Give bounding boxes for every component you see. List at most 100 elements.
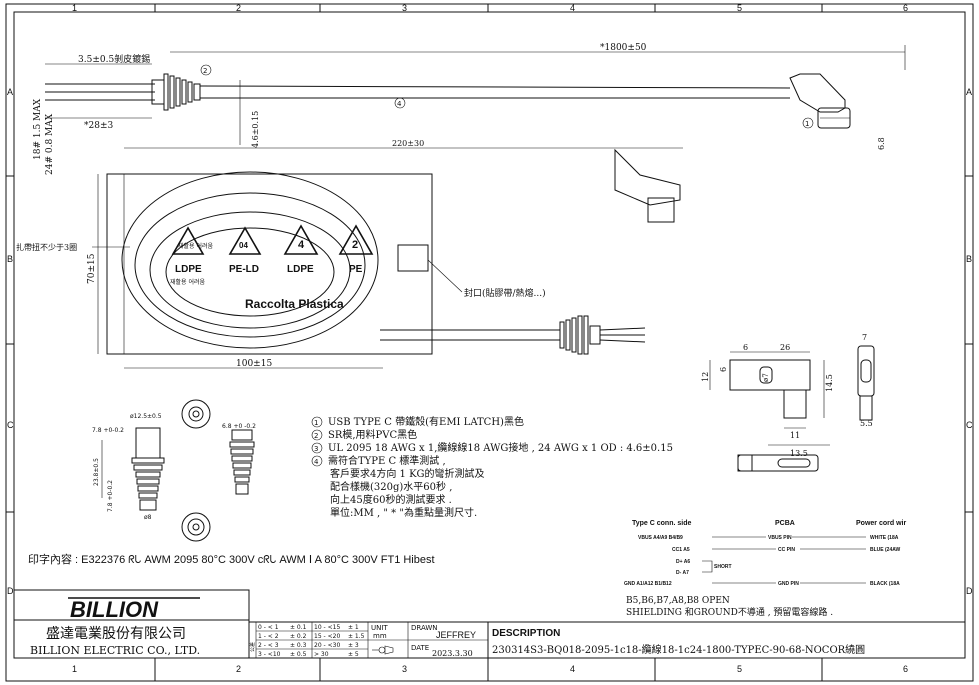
raccolta-label: Raccolta Plastica — [245, 297, 344, 311]
row-label-a: A — [7, 87, 13, 97]
recycle-label-3: LDPE — [287, 264, 314, 275]
dim-conn-11: 11 — [790, 431, 800, 440]
dim-conn-5-5: 5.5 — [860, 419, 873, 428]
col-label-3-bottom: 3 — [402, 664, 407, 674]
company-cn: 盛達電業股份有限公司 — [46, 626, 186, 642]
pin-row-1-right: WHITE (18A — [870, 535, 899, 541]
dim-boot-height: 23.8±0.5 — [93, 458, 100, 486]
recycle-ldpe: 4 LDPE — [283, 224, 319, 275]
recycle-ldpe-korean: 재활용 어려움 LDPE 재활용 어려움 — [170, 226, 214, 286]
recycle-label-1: LDPE — [175, 264, 202, 275]
dim-conn-12: 12 — [701, 372, 710, 382]
marking-text: 印字內容 : E322376 ᖇᒐ AWM 2095 80°C 300V cᖇᒐ… — [28, 552, 435, 566]
pin-row-4-mid: SHORT — [714, 564, 732, 570]
pinout-note-2: SHIELDING 和GROUND不導通 , 預留電容線路 . — [626, 606, 833, 618]
recycle-label-4: PE — [349, 264, 363, 275]
dim-conn-6a: 6 — [743, 343, 748, 352]
note-1-text: USB TYPE C 帶鐵殼(有EMI LATCH)黑色 — [328, 415, 524, 428]
dim-od: 4.6±0.15 — [251, 111, 260, 148]
drawn-value: JEFFREY — [436, 630, 476, 640]
note-4-line5: 單位:MM , " * "為重點量測尺寸. — [330, 506, 477, 519]
note-4-line4: 向上45度60秒的測試要求 . — [330, 493, 452, 506]
recycle-sub-1: 재활용 어려움 — [170, 278, 206, 286]
row-label-d-right: D — [966, 586, 973, 596]
col-label-4: 4 — [570, 3, 575, 13]
recycle-pe: 2 PE — [338, 224, 374, 275]
dim-conn-13-5: 13.5 — [790, 449, 808, 458]
dim-package-lead: 100±15 — [236, 359, 272, 369]
recycle-code-2: 04 — [239, 241, 248, 250]
brand-logo: BILLION — [70, 597, 159, 622]
col-label-2: 2 — [236, 3, 241, 13]
dim-connector-6-8: 6.8 — [877, 137, 886, 150]
dim-wire-24awg: 24# 0.8 MAX — [45, 113, 55, 175]
note-seal: 封口(貼膠帶/熱熔...) — [464, 287, 546, 299]
tol-r2-c4: ± 1.5 — [348, 633, 365, 640]
recycle-code-3: 4 — [298, 239, 305, 251]
tol-r3-c4: ± 3 — [348, 642, 359, 649]
notes-list: 1 USB TYPE C 帶鐵殼(有EMI LATCH)黑色 2 SR模,用料P… — [311, 415, 673, 519]
note-3-text: UL 2095 18 AWG x 1,纜線線18 AWG接地 , 24 AWG … — [328, 441, 673, 454]
note-3-num: 3 — [314, 445, 318, 453]
col-label-6-bottom: 6 — [903, 664, 908, 674]
dim-wire-length: *28±3 — [84, 121, 113, 131]
tol-r1-c4: ± 1 — [348, 624, 359, 631]
dim-package-width: 220±30 — [392, 139, 424, 148]
col-label-1-bottom: 1 — [72, 664, 77, 674]
tol-r1-c3: 10 - <15 — [314, 624, 340, 631]
dim-package-height: 70±15 — [87, 253, 97, 284]
note-2-text: SR模,用料PVC黑色 — [328, 428, 417, 441]
dim-total-length: *1800±50 — [600, 43, 647, 53]
recycle-code-1: 재활용 어려움 — [178, 242, 214, 250]
cable-drawing: *1800±50 3.5±0.5剝皮鍍錫 *28±3 18# 1.5 MAX 2… — [33, 43, 906, 175]
tol-r3-c2: ± 0.3 — [290, 642, 307, 649]
pinout-diagram: Type C conn. side PCBA Power cord wir VB… — [624, 520, 906, 618]
pinout-note-1: B5,B6,B7,A8,B8 OPEN — [626, 596, 730, 606]
unit-value: mm — [373, 632, 387, 640]
pin-row-5-mid: GND PIN — [778, 581, 799, 587]
date-value: 2023.3.30 — [432, 649, 473, 658]
row-label-c-right: C — [966, 420, 973, 430]
outer-frame — [5, 3, 974, 682]
col-label-4-bottom: 4 — [570, 664, 575, 674]
pin-row-2-left: CC1 A5 — [672, 547, 690, 553]
dim-conn-dia7: ø7 — [762, 373, 770, 382]
col-label-3: 3 — [402, 3, 407, 13]
drawn-label: DRAWN — [411, 624, 438, 632]
tol-r2-c3: 15 - <20 — [314, 633, 340, 640]
dim-boot-h2: 7.8 +0-0.2 — [107, 480, 114, 512]
callout-4: 4 — [397, 100, 402, 108]
note-1-num: 1 — [314, 419, 318, 427]
row-label-b-right: B — [966, 254, 972, 264]
date-label: DATE — [411, 644, 429, 652]
callout-1: 1 — [805, 120, 809, 128]
pinout-header-power: Power cord wir — [856, 520, 906, 527]
frame-ticks — [6, 4, 973, 681]
company-en: BILLION ELECTRIC CO., LTD. — [30, 644, 200, 657]
pin-row-1-mid: VBUS PIN — [768, 535, 792, 541]
col-label-5: 5 — [737, 3, 742, 13]
pin-row-4-left: D- A7 — [676, 570, 689, 576]
description-value: 230314S3-BQ018-2095-1c18-纜線18-1c24-1800-… — [492, 643, 865, 656]
row-label-d: D — [7, 586, 14, 596]
note-4-text: 需符合TYPE C 標準測試 , — [328, 454, 446, 467]
col-label-1: 1 — [72, 3, 77, 13]
boot-detail: ø12.5±0.5 7.8 +0-0.2 6.8 +0 -0.2 23.8±0.… — [92, 399, 256, 542]
tol-r2-c1: 1 - < 2 — [258, 633, 279, 640]
dim-boot-len-a: 7.8 +0-0.2 — [92, 427, 124, 434]
inner-frame — [13, 11, 966, 659]
pinout-header-pcba: PCBA — [775, 520, 795, 527]
pin-row-5-left: GND A1/A12 B1/B12 — [624, 581, 672, 587]
tol-r4-c1: 3 - <10 — [258, 651, 281, 658]
note-2-num: 2 — [314, 432, 318, 440]
pin-row-2-mid: CC PIN — [778, 547, 795, 553]
col-label-5-bottom: 5 — [737, 664, 742, 674]
package-drawing: 220±30 70±15 100±15 扎帶扭不少于3圈 封口(貼膠帶/熱熔..… — [16, 139, 683, 369]
dim-boot-small-d: ø8 — [144, 514, 152, 521]
connector-detail: 6 26 12 6 ø7 14.5 11 13.5 7 5.5 — [701, 333, 875, 472]
recycle-code-4: 2 — [352, 239, 358, 251]
tol-r1-c1: 0 - < 1 — [258, 624, 279, 631]
tol-r4-c2: ± 0.5 — [290, 651, 307, 658]
tol-r3-c1: 2 - < 3 — [258, 642, 279, 649]
